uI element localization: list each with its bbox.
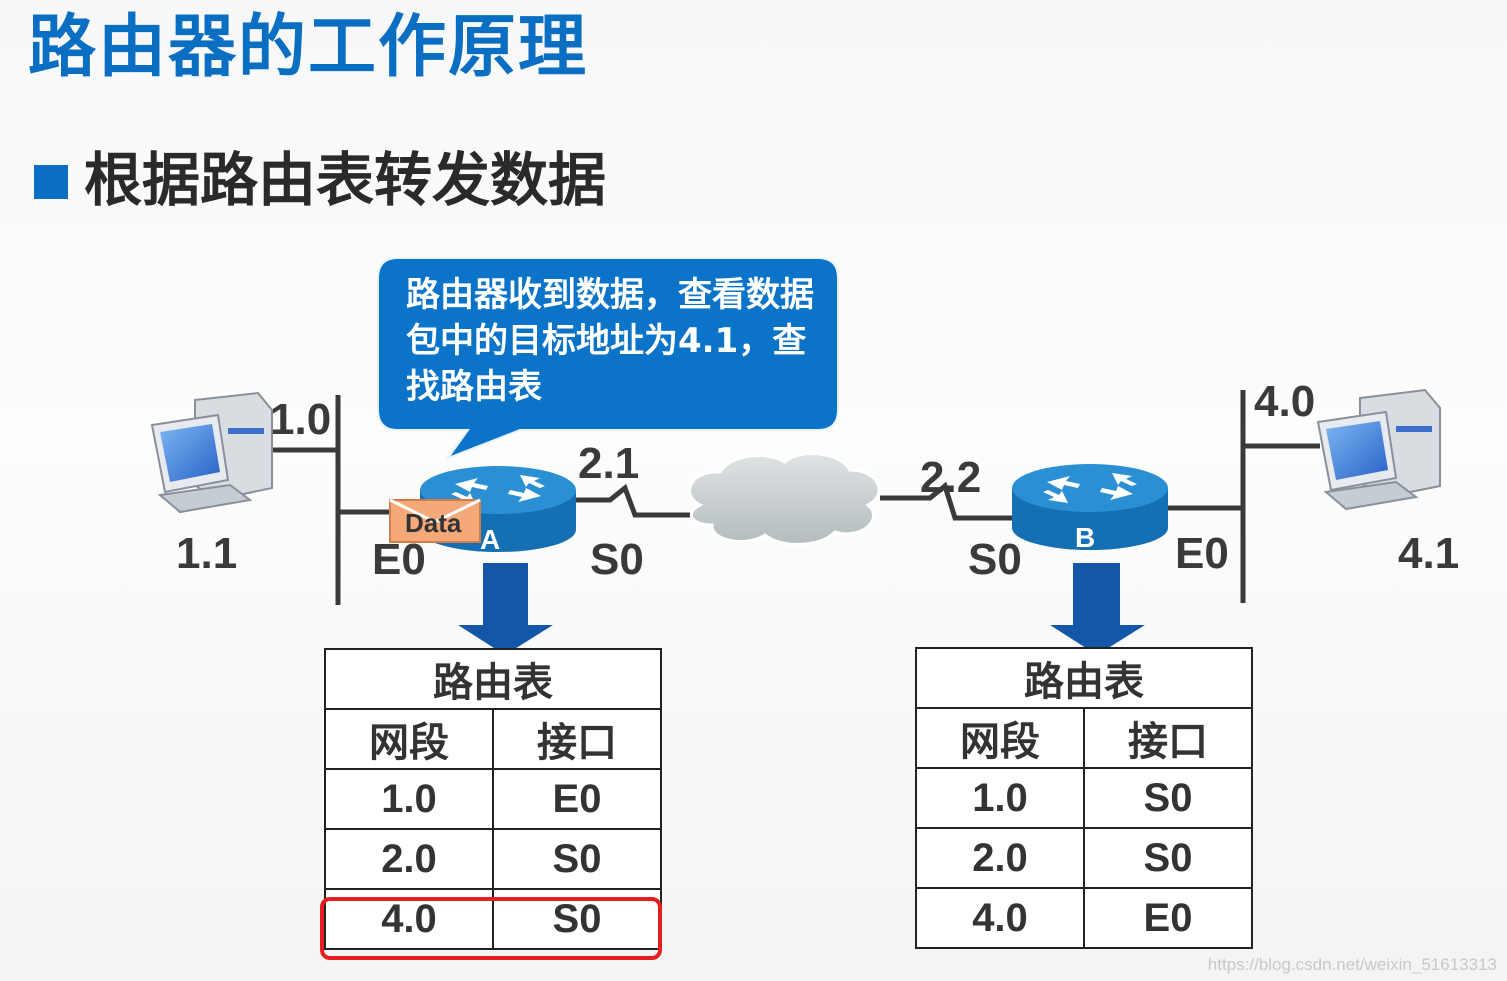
table-row: 2.0 S0: [916, 828, 1252, 888]
table-a-header-interface: 接口: [493, 709, 661, 769]
host-4-1-computer-icon: [1318, 390, 1440, 509]
router-b-s0-address: 2.2: [920, 456, 981, 500]
table-b-cell-network: 1.0: [916, 768, 1084, 828]
table-b-cell-network: 4.0: [916, 888, 1084, 948]
host-1-1-computer-icon: [152, 393, 272, 512]
wan-cloud-icon: [690, 454, 879, 545]
routing-table-a-title: 路由表: [325, 649, 661, 709]
table-row: 4.0 E0: [916, 888, 1252, 948]
router-a-name: A: [480, 524, 500, 556]
arrow-down-icon-a: [458, 563, 553, 655]
arrow-down-icon-b: [1050, 563, 1145, 655]
router-a-s0-label: S0: [590, 538, 644, 582]
router-b-e0-label: E0: [1175, 532, 1229, 576]
table-a-header-network: 网段: [325, 709, 493, 769]
table-b-cell-interface: S0: [1084, 768, 1252, 828]
table-a-cell-interface: E0: [493, 769, 661, 829]
table-b-header-interface: 接口: [1084, 708, 1252, 768]
highlighted-route-box: [320, 897, 662, 960]
left-segment-label: 1.0: [270, 398, 331, 442]
watermark: https://blog.csdn.net/weixin_51613313: [1208, 955, 1497, 975]
router-b-s0-label: S0: [968, 538, 1022, 582]
table-a-cell-interface: S0: [493, 829, 661, 889]
table-b-header-network: 网段: [916, 708, 1084, 768]
router-a-s0-address: 2.1: [578, 442, 639, 486]
table-row: 1.0 E0: [325, 769, 661, 829]
right-host-label: 4.1: [1398, 532, 1459, 576]
right-segment-label: 4.0: [1254, 380, 1315, 424]
table-row: 2.0 S0: [325, 829, 661, 889]
table-a-cell-network: 1.0: [325, 769, 493, 829]
routing-table-b-title: 路由表: [916, 648, 1252, 708]
table-b-cell-interface: S0: [1084, 828, 1252, 888]
data-packet-label: Data: [405, 508, 461, 539]
serial-link-a: [575, 488, 690, 515]
routing-table-b: 路由表 网段 接口 1.0 S0 2.0 S0 4.0 E0: [915, 647, 1253, 949]
callout-text: 路由器收到数据，查看数据包中的目标地址为4.1，查找路由表: [406, 272, 816, 410]
table-b-cell-interface: E0: [1084, 888, 1252, 948]
router-b-name: B: [1075, 522, 1095, 554]
table-b-cell-network: 2.0: [916, 828, 1084, 888]
table-a-cell-network: 2.0: [325, 829, 493, 889]
router-a-e0-label: E0: [372, 538, 426, 582]
left-host-label: 1.1: [176, 532, 237, 576]
table-row: 1.0 S0: [916, 768, 1252, 828]
